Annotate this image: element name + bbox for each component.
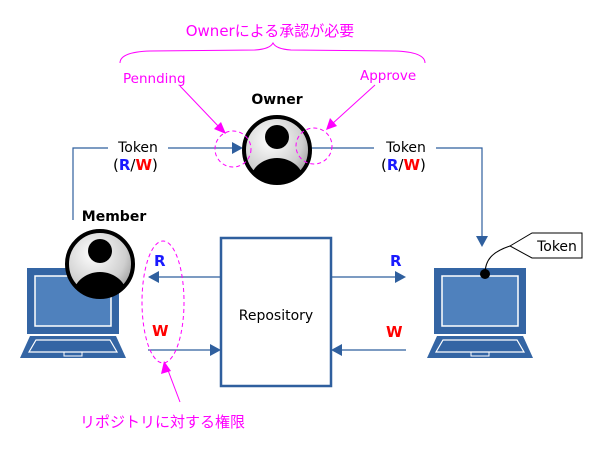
owner-to-user-line-2 [436, 147, 483, 238]
owner-approval-annotation: Ownerによる承認が必要 [186, 22, 355, 40]
pending-highlight [214, 130, 252, 168]
approve-label: Approve [360, 68, 416, 84]
left-read-arrow-head [148, 271, 159, 283]
curly-brace [119, 41, 426, 64]
pending-pointer-head [214, 122, 226, 134]
token-callout-label: Token [536, 239, 577, 255]
paren-open: ( [113, 156, 119, 174]
owner-arrow-head [232, 142, 243, 154]
permission-pointer-head [161, 361, 171, 374]
right-write-label: W [386, 323, 403, 341]
right-read-label: R [390, 252, 402, 270]
paren-open: ( [381, 156, 387, 174]
right-read-arrow-head [395, 271, 406, 283]
token-callout [508, 232, 583, 259]
read-perm: R [387, 156, 399, 174]
repository-box [219, 236, 333, 388]
right-write-arrow-head [331, 344, 342, 356]
member-avatar-icon [65, 229, 135, 299]
token-right-label: Token [385, 140, 426, 156]
pending-label: Pennding [123, 71, 186, 87]
token-left-perm: (R/W) [113, 156, 158, 174]
paren-close: ) [152, 156, 158, 174]
write-perm: W [135, 156, 152, 174]
user-arrow-head [476, 236, 488, 247]
approve-pointer [331, 84, 376, 125]
slash: / [398, 156, 404, 174]
owner-avatar-icon [242, 115, 312, 185]
member-label: Member [82, 209, 147, 225]
approve-pointer-head [326, 118, 337, 130]
left-read-label: R [154, 252, 166, 270]
paren-close: ) [420, 156, 426, 174]
repository-label: Repository [239, 308, 313, 324]
member-to-owner-line [72, 147, 108, 220]
token-dot-icon [480, 269, 490, 279]
slash: / [130, 156, 136, 174]
left-write-label: W [152, 322, 169, 340]
repo-permission-annotation: リポジトリに対する権限 [80, 413, 245, 431]
read-perm: R [119, 156, 131, 174]
owner-label: Owner [251, 92, 302, 108]
permission-highlight [141, 240, 185, 364]
user-laptop-icon [427, 268, 533, 358]
approve-highlight [295, 127, 333, 165]
write-perm: W [403, 156, 420, 174]
token-left-label: Token [117, 140, 158, 156]
left-write-arrow-head [210, 344, 221, 356]
pending-pointer [179, 85, 221, 129]
token-right-perm: (R/W) [381, 156, 426, 174]
